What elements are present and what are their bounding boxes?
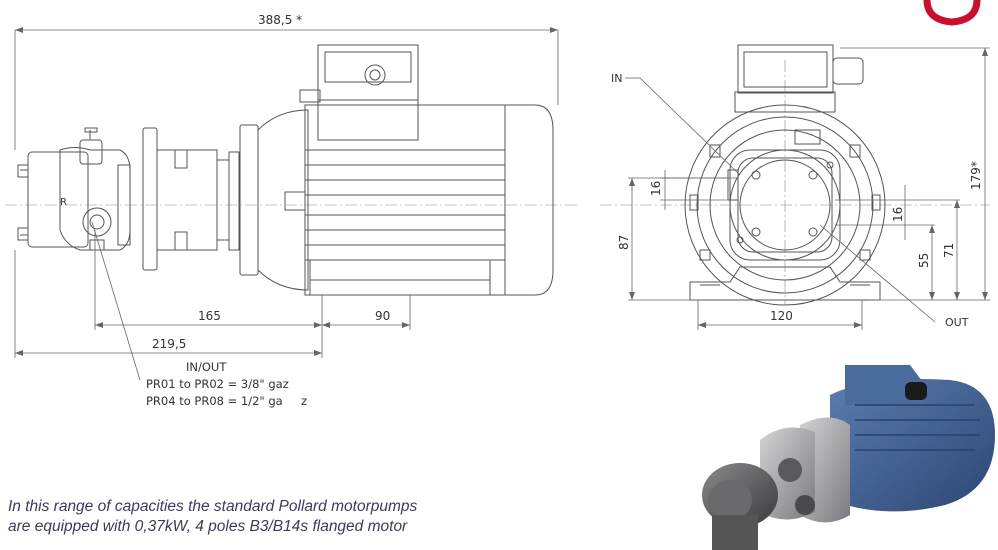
label-in: IN — [611, 72, 622, 85]
dim-front-width: 120 — [770, 309, 793, 323]
dim-port-offset-right: 16 — [891, 207, 905, 222]
note-line-2: PR04 to PR08 = 1/2" ga z — [146, 394, 307, 408]
label-out: OUT — [945, 316, 969, 329]
note-title: IN/OUT — [186, 360, 227, 374]
note-line-1: PR01 to PR02 = 3/8" gaz — [146, 377, 289, 391]
side-view: R — [5, 27, 580, 381]
pump-head — [17, 127, 131, 251]
dim-port-offset-left: 16 — [649, 181, 663, 196]
terminal-box — [299, 44, 419, 141]
caption-line-1: In this range of capacities the standard… — [8, 498, 418, 515]
r-marker: R — [60, 197, 67, 208]
dim-overall-length: 388,5 * — [258, 13, 302, 27]
dim-shaft-height: 87 — [617, 235, 631, 250]
caption: In this range of capacities the standard… — [8, 497, 528, 537]
motor-flange — [239, 109, 309, 291]
caption-line-2: are equipped with 0,37kW, 4 poles B3/B14… — [8, 518, 408, 535]
dim-inlet-position: 219,5 — [152, 337, 186, 351]
dim-motor-length: 90 — [375, 309, 390, 323]
pump-flange — [142, 127, 240, 271]
dim-height-71: 71 — [942, 243, 956, 258]
company-logo — [923, 0, 981, 26]
motor-body — [284, 104, 554, 296]
front-view — [600, 44, 990, 330]
dim-pump-length: 165 — [198, 309, 221, 323]
motorpump-render — [702, 365, 995, 550]
dim-front-height: 179* — [969, 161, 983, 190]
dim-height-55: 55 — [917, 253, 931, 268]
